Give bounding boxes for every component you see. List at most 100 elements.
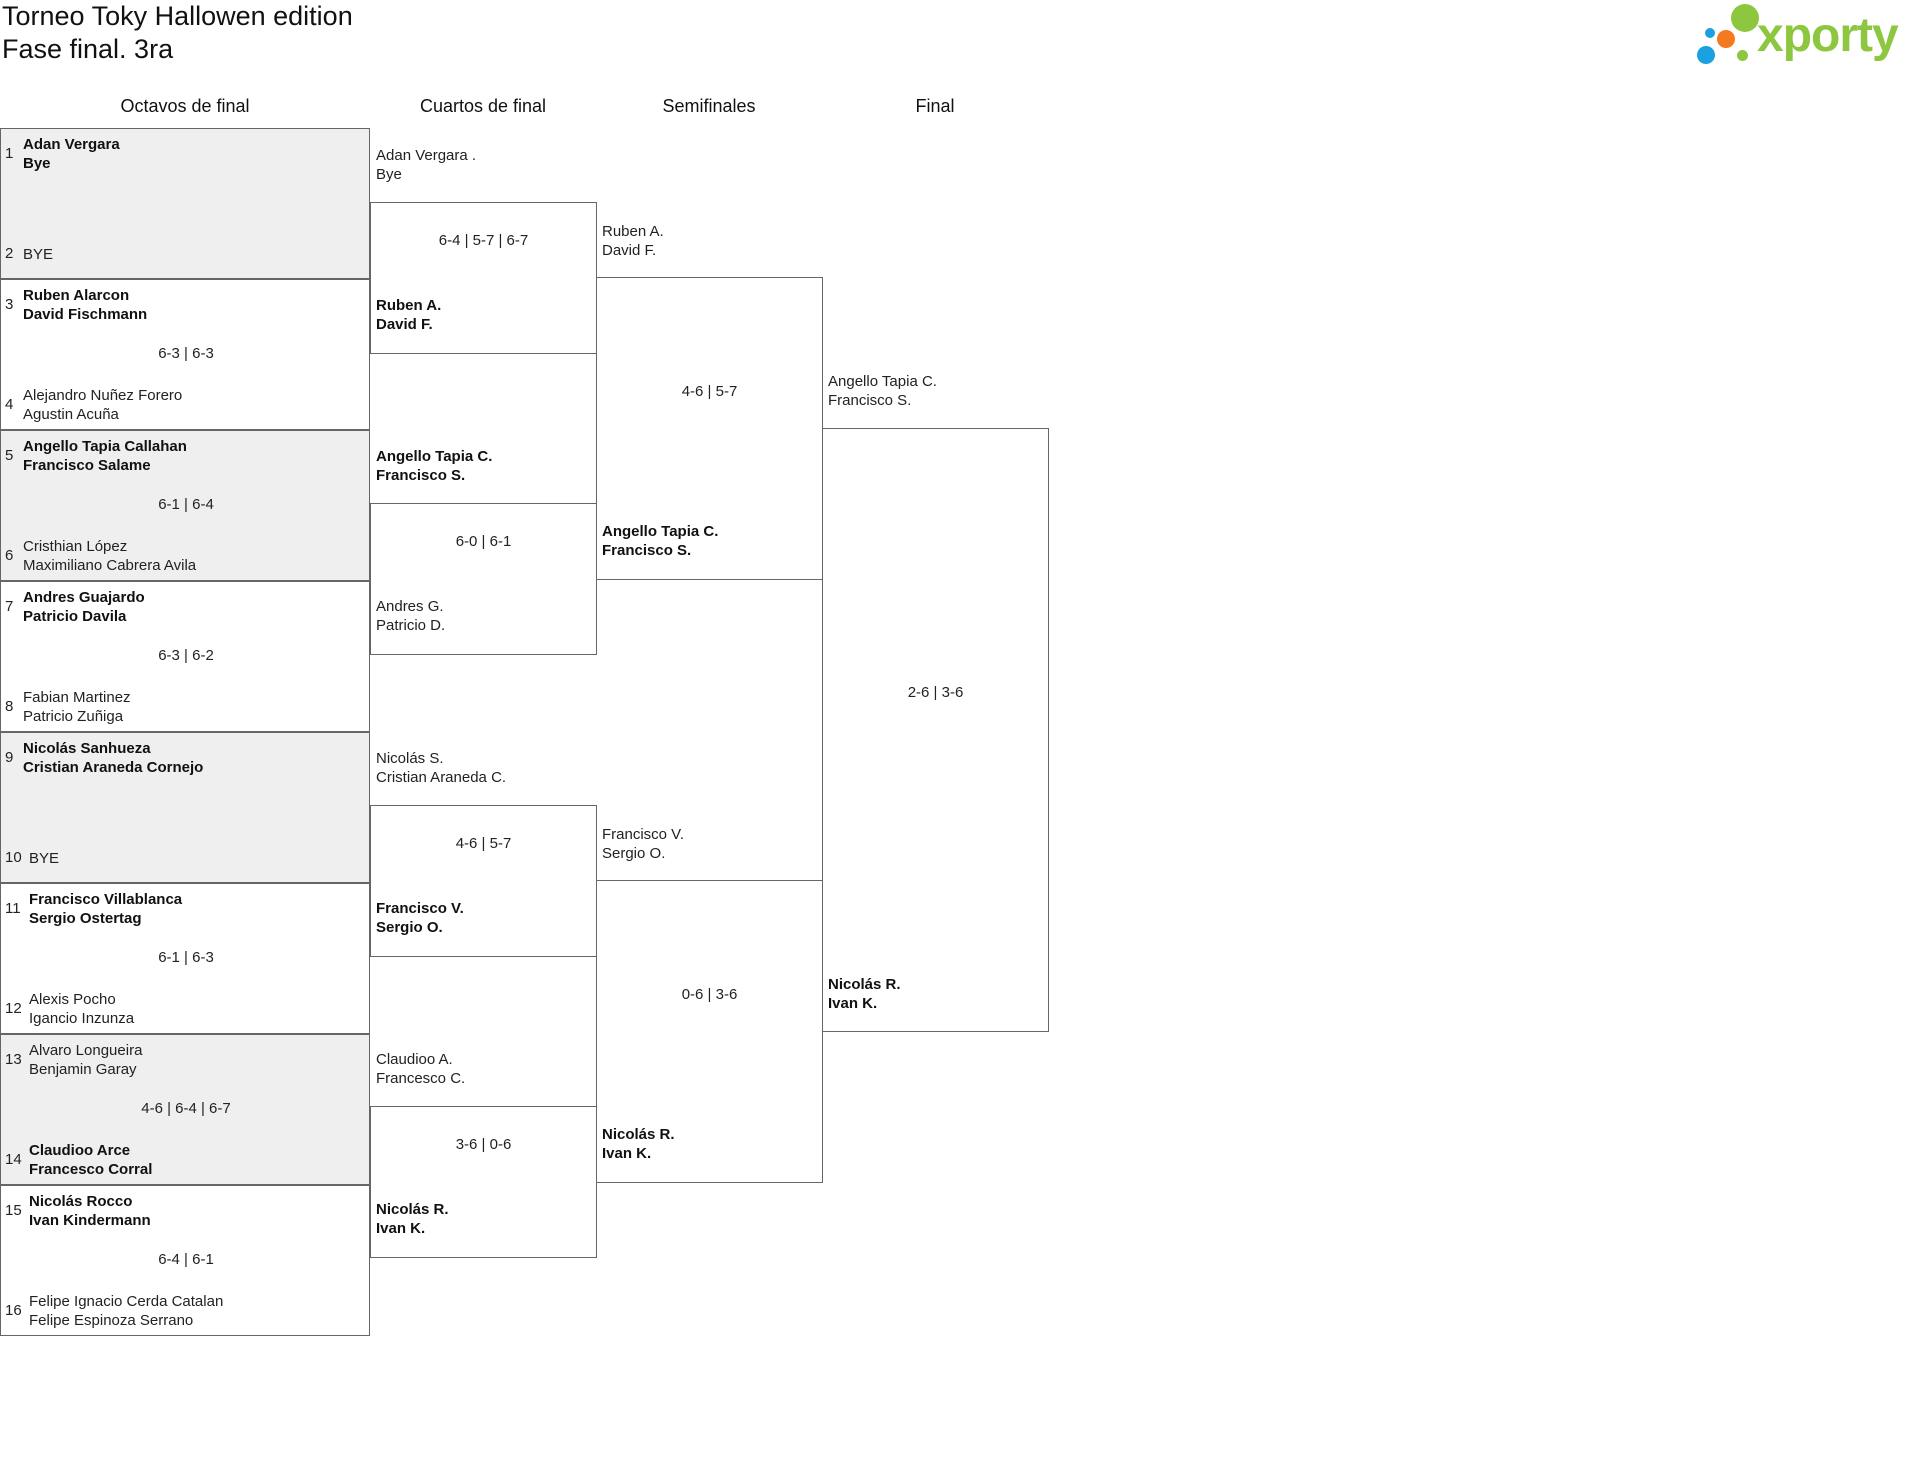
column-header-octavos: Octavos de final — [120, 96, 250, 116]
r16-team-9-line-2: Cristian Araneda Cornejo — [23, 759, 204, 776]
qf2-team-1-line-2: Francisco S. — [376, 467, 466, 484]
qf1-score: 6-4 | 5-7 | 6-7 — [438, 232, 529, 249]
seed-3: 3 — [5, 296, 14, 313]
sf1-team-2: Angello Tapia C.Francisco S. — [602, 522, 718, 560]
qf3-team-1-line-2: Cristian Araneda C. — [376, 769, 507, 786]
qf3-team-2-line-1: Francisco V. — [376, 900, 464, 917]
r16-team-6-line-2: Maximiliano Cabrera Avila — [23, 557, 197, 574]
sf1-team-2-line-2: Francisco S. — [602, 542, 692, 559]
qf1-team-1-line-1: Adan Vergara . — [376, 147, 477, 164]
seed-4: 4 — [5, 396, 14, 413]
final-score: 2-6 | 3-6 — [907, 684, 964, 701]
seed-7: 7 — [5, 598, 14, 615]
page-title: Torneo Toky Hallowen edition — [2, 1, 353, 31]
sf1-team-1-line-1: Ruben A. — [602, 223, 664, 240]
r16-team-2-line-1: BYE — [23, 246, 54, 263]
qf3-team-2-line-2: Sergio O. — [376, 919, 443, 936]
r16-team-15-line-2: Ivan Kindermann — [29, 1212, 151, 1229]
r16-team-4-line-1: Alejandro Nuñez Forero — [23, 387, 183, 404]
qf1-team-2-line-1: Ruben A. — [376, 297, 442, 314]
qf1-team-1: Adan Vergara . Bye — [376, 146, 476, 184]
r16-team-7-line-2: Patricio Davila — [23, 608, 127, 625]
r16-team-8-line-1: Fabian Martinez — [23, 689, 131, 706]
sf2-team-1-line-2: Sergio O. — [602, 845, 666, 862]
r16-team-5-line-2: Francisco Salame — [23, 457, 151, 474]
r16-team-12-line-1: Alexis Pocho — [29, 991, 116, 1008]
qf2-score: 6-0 | 6-1 — [455, 533, 512, 550]
seed-8: 8 — [5, 698, 14, 715]
r16-team-6-line-1: Cristhian López — [23, 538, 128, 555]
qf3-score: 4-6 | 5-7 — [455, 835, 512, 852]
final-team-1-line-2: Francisco S. — [828, 392, 912, 409]
column-header-semifinales: Semifinales — [662, 96, 756, 116]
seed-6: 6 — [5, 547, 14, 564]
qf3-team-1: Nicolás S. Cristian Araneda C. — [376, 749, 506, 787]
r16-team-2: BYE — [23, 245, 53, 264]
r16-score-3: 6-1 | 6-4 — [158, 496, 214, 513]
r16-team-8-line-2: Patricio Zuñiga — [23, 708, 124, 725]
qf2-team-1: Angello Tapia C. Francisco S. — [376, 447, 492, 485]
r16-team-11-line-2: Sergio Ostertag — [29, 910, 142, 927]
r16-team-16-line-1: Felipe Ignacio Cerda Catalan — [29, 1293, 224, 1310]
seed-1: 1 — [5, 145, 14, 162]
seed-15: 15 — [5, 1202, 22, 1219]
qf2-team-2-line-1: Andres G. — [376, 598, 444, 615]
sf2-team-2-line-1: Nicolás R. — [602, 1126, 675, 1143]
qf4-team-1: Claudioo A. Francesco C. — [376, 1050, 465, 1088]
qf4-team-2: Nicolás R. Ivan K. — [376, 1200, 449, 1238]
sf2-team-1: Francisco V.Sergio O. — [602, 825, 684, 863]
qf4-team-2-line-2: Ivan K. — [376, 1220, 426, 1237]
sf2-team-2: Nicolás R. Ivan K. — [602, 1125, 675, 1163]
seed-11: 11 — [5, 900, 21, 917]
r16-team-14-line-2: Francesco Corral — [29, 1161, 153, 1178]
column-header-cuartos: Cuartos de final — [419, 96, 547, 116]
xporty-logo: xporty — [1695, 4, 1920, 68]
logo-dot-orange — [1717, 30, 1735, 48]
r16-team-10-line-1: BYE — [29, 850, 60, 867]
seed-2: 2 — [5, 245, 14, 262]
sf2-team-2-line-2: Ivan K. — [602, 1145, 652, 1162]
qf4-team-1-line-2: Francesco C. — [376, 1070, 466, 1087]
r16-team-13-line-1: Alvaro Longueira — [29, 1042, 143, 1059]
page-subtitle: Fase final. 3ra — [2, 34, 174, 64]
r16-team-11-line-1: Francisco Villablanca — [29, 891, 183, 908]
r16-team-3-line-2: David Fischmann — [23, 306, 148, 323]
qf3-team-1-line-1: Nicolás S. — [376, 750, 444, 767]
qf4-score: 3-6 | 0-6 — [455, 1136, 512, 1153]
title-block: Torneo Toky Hallowen edition Fase final.… — [2, 0, 353, 66]
seed-10: 10 — [5, 849, 22, 866]
sf2-score: 0-6 | 3-6 — [681, 986, 738, 1003]
r16-score-2: 6-3 | 6-3 — [158, 345, 214, 362]
r16-score-7: 4-6 | 6-4 | 6-7 — [141, 1100, 231, 1117]
sf1-team-1: Ruben A.David F. — [602, 222, 664, 260]
r16-team-16-line-2: Felipe Espinoza Serrano — [29, 1312, 194, 1329]
qf3-team-2: Francisco V. Sergio O. — [376, 899, 464, 937]
qf4-team-2-line-1: Nicolás R. — [376, 1201, 449, 1218]
qf2-team-1-line-1: Angello Tapia C. — [376, 448, 493, 465]
seed-5: 5 — [5, 447, 14, 464]
r16-score-4: 6-3 | 6-2 — [158, 647, 214, 664]
r16-team-4-line-2: Agustin Acuña — [23, 406, 119, 423]
final-team-1: Angello Tapia C.Francisco S. — [828, 372, 937, 410]
r16-team-13-line-2: Benjamin Garay — [29, 1061, 137, 1078]
qf2-team-2-line-2: Patricio D. — [376, 617, 446, 634]
column-header-final: Final — [915, 96, 955, 116]
qf4-team-1-line-1: Claudioo A. — [376, 1051, 453, 1068]
qf1-team-1-line-2: Bye — [376, 166, 402, 183]
